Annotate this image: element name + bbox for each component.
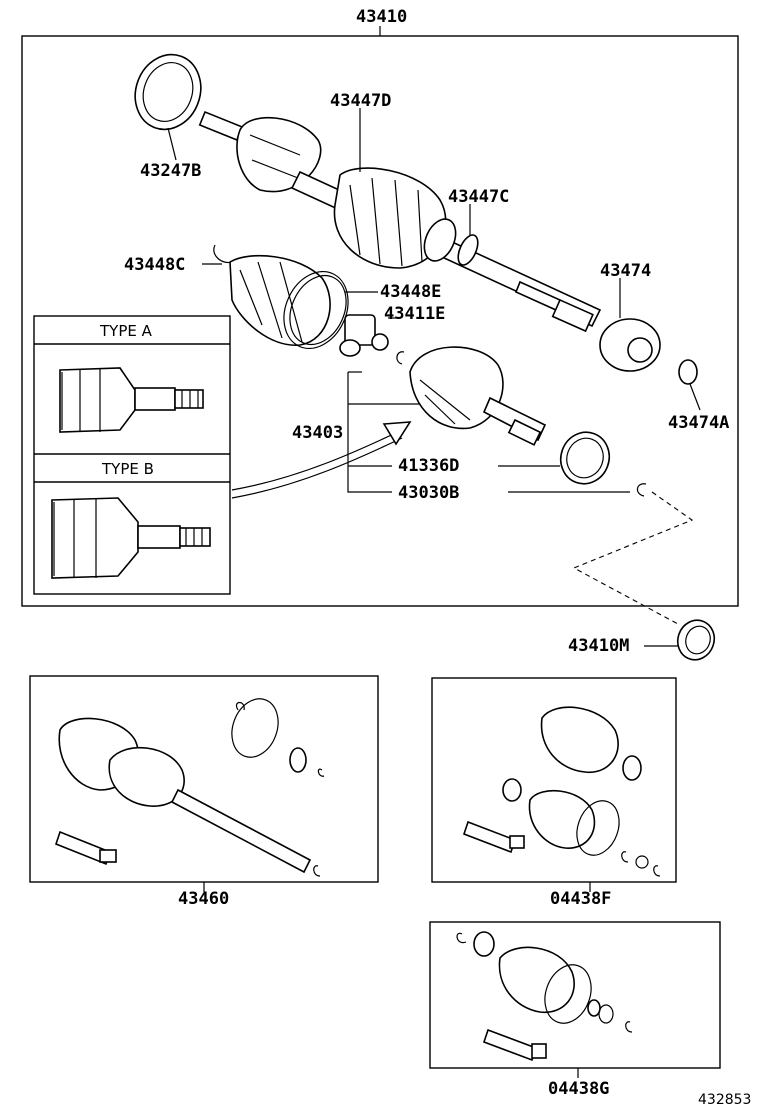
kit-04438g-parts[interactable] <box>456 931 633 1062</box>
seal-43410m-part[interactable] <box>672 615 720 665</box>
label-43447c[interactable]: 43447C <box>448 187 509 207</box>
type-b-label[interactable]: TYPE B <box>101 460 154 478</box>
label-43410[interactable]: 43410 <box>356 7 407 27</box>
label-43474[interactable]: 43474 <box>600 261 651 281</box>
clip-43474a-part[interactable] <box>678 359 698 385</box>
label-43460[interactable]: 43460 <box>178 889 229 909</box>
clamp-43448e-part[interactable] <box>272 261 360 359</box>
type-arrow-curve <box>231 429 403 491</box>
type-box <box>33 315 231 595</box>
label-43030b[interactable]: 43030B <box>398 483 459 503</box>
label-43447d[interactable]: 43447D <box>330 91 391 111</box>
boot-43447d-part[interactable] <box>333 167 461 269</box>
damper-43474-part[interactable] <box>599 318 661 372</box>
kit-04438f-frame <box>431 677 677 883</box>
label-41336d[interactable]: 41336D <box>398 456 459 476</box>
dashed-leader <box>572 491 694 625</box>
figure-number: 432853 <box>698 1092 751 1108</box>
label-43411e[interactable]: 43411E <box>384 304 445 324</box>
boot-43448c-part[interactable] <box>213 244 331 346</box>
type-arrow-head <box>382 421 412 446</box>
type-arrow-curve-2 <box>231 437 403 499</box>
label-43403[interactable]: 43403 <box>292 423 343 443</box>
label-43448e[interactable]: 43448E <box>380 282 441 302</box>
tripod-part[interactable] <box>339 314 389 357</box>
seal-41336d-part[interactable] <box>554 425 617 490</box>
bracket-leader <box>347 372 392 493</box>
type-a-joint-part[interactable] <box>59 367 204 433</box>
label-43410m[interactable]: 43410M <box>568 636 629 656</box>
type-b-joint-part[interactable] <box>51 497 211 579</box>
ring-43030b-part[interactable] <box>636 483 647 497</box>
clamp-43447c-part[interactable] <box>454 232 482 268</box>
label-04438f[interactable]: 04438F <box>550 889 611 909</box>
ring-43411e-part[interactable] <box>396 351 405 365</box>
type-a-label[interactable]: TYPE A <box>99 322 153 340</box>
leader-43247b <box>167 127 177 161</box>
label-04438g[interactable]: 04438G <box>548 1079 609 1099</box>
kit-04438f-parts[interactable] <box>462 706 661 877</box>
kit-04438g-frame <box>429 921 721 1069</box>
inboard-joint-part[interactable] <box>409 346 547 446</box>
label-43474a[interactable]: 43474A <box>668 413 729 433</box>
seal-43247b-part[interactable] <box>125 45 211 138</box>
label-43247b[interactable]: 43247B <box>140 161 201 181</box>
label-43448c[interactable]: 43448C <box>124 255 185 275</box>
kit-43460-parts[interactable] <box>55 692 325 877</box>
leader-43474a <box>689 383 701 411</box>
